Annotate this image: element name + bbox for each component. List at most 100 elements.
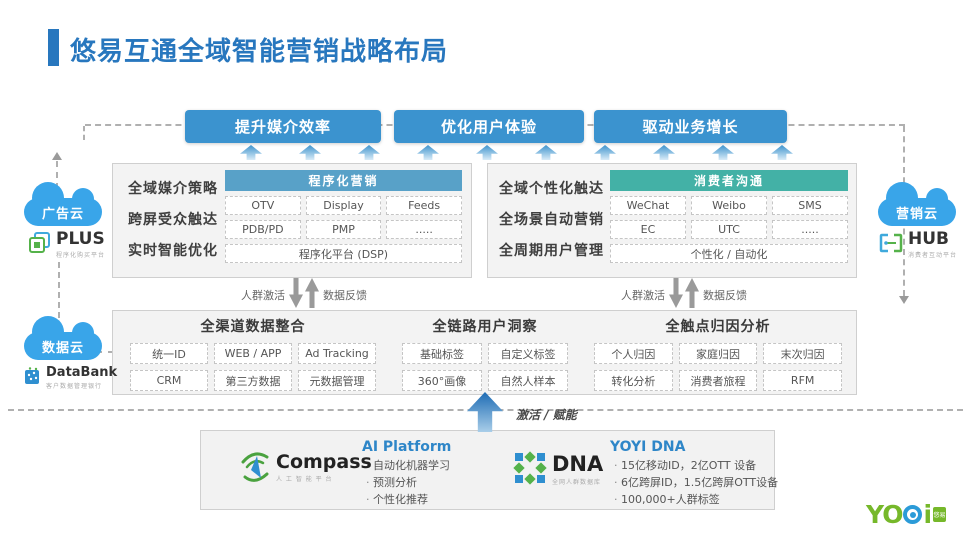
yoyi-wordmark-left: YO: [866, 500, 903, 529]
yoyi-dna-bullet: 6亿跨屏ID，1.5亿跨屏OTT设备: [614, 474, 778, 491]
media-item: OTV: [225, 196, 301, 215]
yoyi-eye-icon: [903, 505, 923, 524]
ad-cloud-label: 广告云: [41, 206, 84, 222]
media-item: PMP: [305, 220, 382, 239]
data-item: 自然人样本: [488, 370, 568, 391]
databank-logo: DataBank 客户数据管理银行: [24, 366, 117, 390]
data-item: 基础标签: [402, 343, 482, 364]
yoyi-dna-bullets: 15亿移动ID，2亿OTT 设备 6亿跨屏ID，1.5亿跨屏OTT设备 100,…: [614, 457, 778, 508]
media-item: PDB/PD: [225, 220, 301, 239]
up-arrow-icon: [417, 145, 439, 160]
data-column-title: 全渠道数据整合: [200, 319, 306, 335]
up-arrow-icon: [476, 145, 498, 160]
goal-box-business-growth: 驱动业务增长: [594, 110, 787, 143]
consumer-header: 消费者沟通: [610, 170, 848, 191]
consumer-item: WeChat: [610, 196, 686, 215]
media-footer-item: 程序化平台 (DSP): [225, 244, 462, 263]
data-item: 消费者旅程: [678, 370, 758, 391]
up-arrow-icon: [299, 145, 321, 160]
media-item: .....: [386, 220, 462, 239]
yoyi-dna-bullet: 15亿移动ID，2亿OTT 设备: [614, 457, 778, 474]
data-item: WEB / APP: [214, 343, 292, 364]
data-cloud: 数据云: [24, 316, 102, 360]
dna-tagline: 全网人群数据库: [552, 479, 602, 486]
plus-name: PLUS: [56, 229, 105, 249]
yoyi-wordmark-right: i: [923, 500, 932, 529]
page-title: 悠易互通全域智能营销战略布局: [70, 37, 449, 67]
databank-icon: [24, 367, 42, 389]
up-arrow-icon: [712, 145, 734, 160]
data-item: 360°画像: [402, 370, 482, 391]
ai-platform-bullet: 自动化机器学习: [366, 457, 450, 474]
flow-up-arrow-icon: [685, 278, 699, 308]
data-item: Ad Tracking: [298, 343, 376, 364]
ai-platform-bullet: 个性化推荐: [366, 491, 450, 508]
media-item: Display: [305, 196, 382, 215]
consumer-item: EC: [610, 220, 686, 239]
data-column-integration: 全渠道数据整合 统一ID WEB / APP Ad Tracking CRM 第…: [130, 316, 376, 391]
right-down-arrowhead-icon: [899, 296, 909, 304]
data-item: 统一ID: [130, 343, 208, 364]
plus-to-datacloud-dashed-line: [58, 262, 60, 328]
media-panel-label: 跨屏受众触达: [128, 212, 218, 228]
yoyi-badge: 悠易: [933, 507, 947, 522]
dna-name: DNA: [552, 452, 604, 476]
compass-tagline: 人 工 智 能 平 台: [276, 476, 333, 483]
consumer-item: Weibo: [691, 196, 767, 215]
data-item: 家庭归因: [678, 343, 758, 364]
dna-logo: DNA 全网人群数据库: [512, 450, 603, 490]
consumer-item: UTC: [691, 220, 767, 239]
flow-label-feedback: 数据反馈: [703, 289, 747, 302]
data-item: 末次归因: [763, 343, 842, 364]
hub-icon: [878, 232, 904, 258]
yoyi-dna-bullet: 100,000+人群标签: [614, 491, 778, 508]
marketing-cloud-label: 营销云: [895, 206, 938, 222]
hub-name: HUB: [908, 229, 949, 249]
plus-logo: PLUS 程序化购买平台: [28, 231, 105, 259]
databank-name: DataBank: [46, 365, 118, 380]
flow-label-activate: 人群激活: [621, 289, 665, 302]
data-column-attribution: 全触点归因分析 个人归因 家庭归因 末次归因 转化分析 消费者旅程 RFM: [594, 316, 842, 391]
media-panel-label: 实时智能优化: [128, 243, 218, 259]
up-arrow-icon: [771, 145, 793, 160]
plus-tagline: 程序化购买平台: [56, 252, 106, 259]
data-item: CRM: [130, 370, 208, 391]
dna-icon: [512, 450, 548, 490]
hub-tagline: 消费者互动平台: [908, 252, 958, 259]
up-arrow-icon: [535, 145, 557, 160]
flow-label-feedback: 数据反馈: [323, 289, 367, 302]
goal-box-user-experience: 优化用户体验: [394, 110, 584, 143]
media-item: Feeds: [386, 196, 462, 215]
goal-box-media-efficiency: 提升媒介效率: [185, 110, 381, 143]
flow-down-arrow-icon: [669, 278, 683, 308]
programmatic-header: 程序化营销: [225, 170, 462, 191]
up-arrow-icon: [240, 145, 262, 160]
marketing-cloud: 营销云: [878, 182, 956, 226]
up-arrow-icon: [653, 145, 675, 160]
programmatic-subpanel: 程序化营销 OTV Display Feeds PDB/PD PMP .....…: [225, 170, 462, 263]
hub-logo: HUB 消费者互动平台: [878, 231, 957, 259]
up-arrow-icon: [594, 145, 616, 160]
data-column-title: 全触点归因分析: [665, 319, 771, 335]
compass-icon: [238, 447, 272, 489]
flow-label-activate: 人群激活: [241, 289, 285, 302]
data-cloud-label: 数据云: [41, 340, 84, 356]
consumer-subpanel: 消费者沟通 WeChat Weibo SMS EC UTC ..... 个性化 …: [610, 170, 848, 263]
media-panel-label: 全域媒介策略: [128, 181, 218, 197]
consumer-panel-label: 全域个性化触达: [499, 181, 604, 197]
data-item: 自定义标签: [488, 343, 568, 364]
consumer-item: SMS: [772, 196, 848, 215]
activation-arrow-icon: [467, 392, 503, 432]
title-accent-bar: [48, 29, 59, 66]
data-column-title: 全链路用户洞察: [432, 319, 538, 335]
yoyi-dna-heading: YOYI DNA: [610, 439, 686, 455]
consumer-footer-item: 个性化 / 自动化: [610, 244, 848, 263]
data-item: 转化分析: [594, 370, 673, 391]
plus-icon: [28, 231, 52, 259]
flow-down-arrow-icon: [289, 278, 303, 308]
ai-platform-bullets: 自动化机器学习 预测分析 个性化推荐: [366, 457, 450, 508]
data-column-insight: 全链路用户洞察 基础标签 自定义标签 360°画像 自然人样本: [402, 316, 568, 391]
ad-cloud: 广告云: [24, 182, 102, 226]
datacloud-to-panel-dashed-line: [96, 351, 114, 353]
